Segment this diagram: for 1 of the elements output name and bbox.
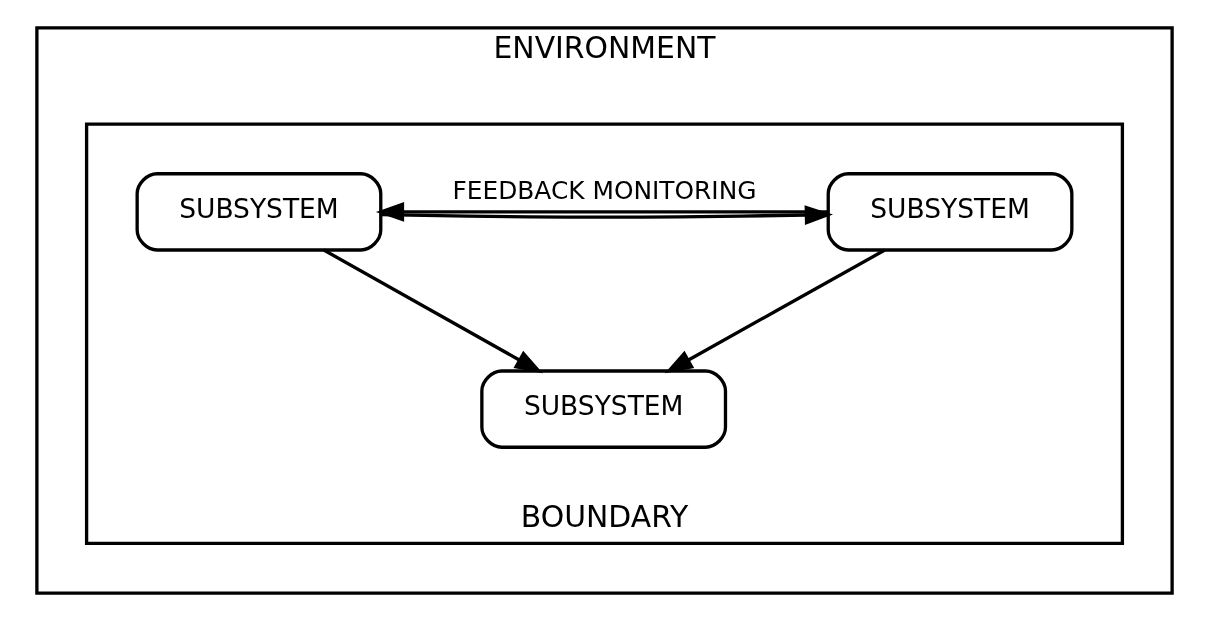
edge-label: FEEDBACK MONITORING (452, 175, 757, 205)
